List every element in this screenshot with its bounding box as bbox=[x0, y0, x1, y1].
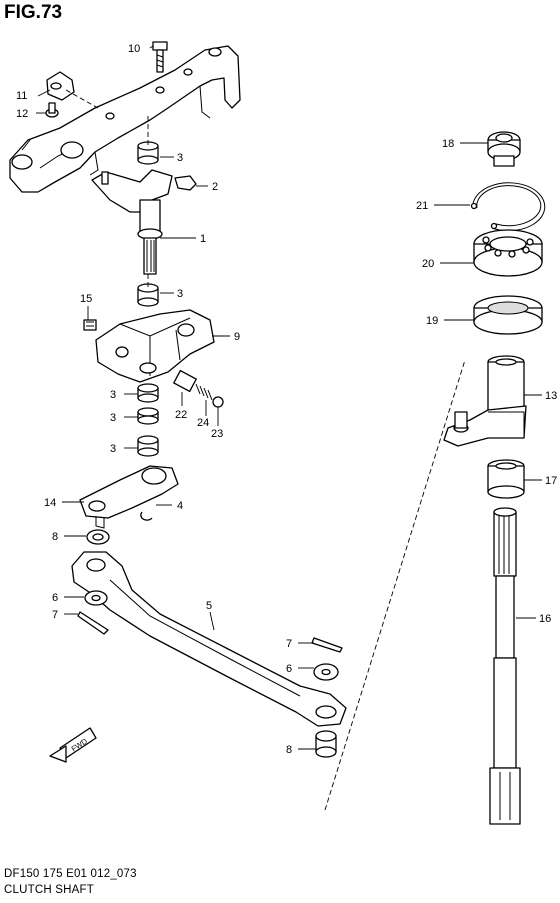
callout-4: 4 bbox=[177, 500, 183, 512]
callout-3-lower-a: 3 bbox=[110, 389, 116, 401]
callout-16: 16 bbox=[539, 613, 551, 625]
callout-18: 18 bbox=[442, 138, 454, 150]
clip-4 bbox=[140, 511, 153, 521]
callout-10: 10 bbox=[128, 43, 140, 55]
clutch-shaft-16 bbox=[489, 507, 521, 825]
diagram-title: CLUTCH SHAFT bbox=[4, 884, 94, 896]
callout-23: 23 bbox=[211, 428, 223, 440]
bushing-3-lower-c bbox=[137, 435, 159, 457]
bushing-17 bbox=[487, 459, 525, 499]
shift-lever-1 bbox=[91, 169, 173, 275]
callout-5: 5 bbox=[206, 600, 212, 612]
callout-17: 17 bbox=[545, 475, 557, 487]
callout-13: 13 bbox=[545, 390, 557, 402]
callout-6-right: 6 bbox=[286, 663, 292, 675]
bearing-20 bbox=[473, 229, 543, 277]
callout-6-left: 6 bbox=[52, 592, 58, 604]
callout-12: 12 bbox=[16, 108, 28, 120]
callout-labels: 10 11 12 3 2 1 3 15 9 3 3 3 22 24 23 14 … bbox=[16, 43, 557, 756]
pin-22-spring-24-ball-23 bbox=[173, 369, 224, 408]
fwd-direction-arrow: FWD bbox=[49, 727, 97, 763]
diagram-code: DF150 175 E01 012_073 bbox=[4, 868, 137, 880]
leader-lines bbox=[36, 45, 542, 750]
cotter-pin-7-left bbox=[77, 611, 109, 635]
callout-7-right: 7 bbox=[286, 638, 292, 650]
bracket-part bbox=[9, 45, 241, 193]
rod-5 bbox=[71, 551, 347, 727]
callout-3-lower-c: 3 bbox=[110, 443, 116, 455]
bushing-3-top bbox=[137, 141, 159, 165]
bolt-10 bbox=[152, 41, 168, 73]
callout-1: 1 bbox=[200, 233, 206, 245]
arm-14 bbox=[79, 465, 179, 529]
callout-21: 21 bbox=[416, 200, 428, 212]
callout-19: 19 bbox=[426, 315, 438, 327]
callout-24: 24 bbox=[197, 417, 209, 429]
housing-9 bbox=[83, 309, 215, 383]
seal-19 bbox=[473, 295, 543, 335]
callout-14: 14 bbox=[44, 497, 56, 509]
callout-7-left: 7 bbox=[52, 609, 58, 621]
cam-13 bbox=[443, 355, 527, 447]
bushing-3-lower-a bbox=[137, 383, 159, 403]
callout-22: 22 bbox=[175, 409, 187, 421]
callout-2: 2 bbox=[212, 181, 218, 193]
washer-6-left bbox=[84, 590, 108, 606]
callout-3-top: 3 bbox=[177, 152, 183, 164]
bushing-8-lower bbox=[315, 730, 337, 758]
plug-18 bbox=[487, 131, 521, 167]
bushing-3-lower-b bbox=[137, 407, 159, 425]
callout-15: 15 bbox=[80, 293, 92, 305]
washer-6-right bbox=[313, 663, 339, 681]
callout-8-lower: 8 bbox=[286, 744, 292, 756]
washer-8-upper bbox=[86, 529, 110, 545]
clip-11-washer-12 bbox=[45, 71, 99, 118]
callout-20: 20 bbox=[422, 258, 434, 270]
circlip-21 bbox=[470, 182, 546, 232]
callout-3-lower-b: 3 bbox=[110, 412, 116, 424]
spring-2 bbox=[174, 175, 197, 191]
cotter-pin-7-right bbox=[311, 637, 343, 653]
assembly-axis-line bbox=[324, 359, 466, 811]
callout-3-mid: 3 bbox=[177, 288, 183, 300]
bushing-3-mid bbox=[137, 283, 159, 307]
callout-8-upper: 8 bbox=[52, 531, 58, 543]
figure-number: FIG.73 bbox=[4, 2, 63, 23]
callout-11: 11 bbox=[16, 90, 27, 102]
callout-9: 9 bbox=[234, 331, 240, 343]
